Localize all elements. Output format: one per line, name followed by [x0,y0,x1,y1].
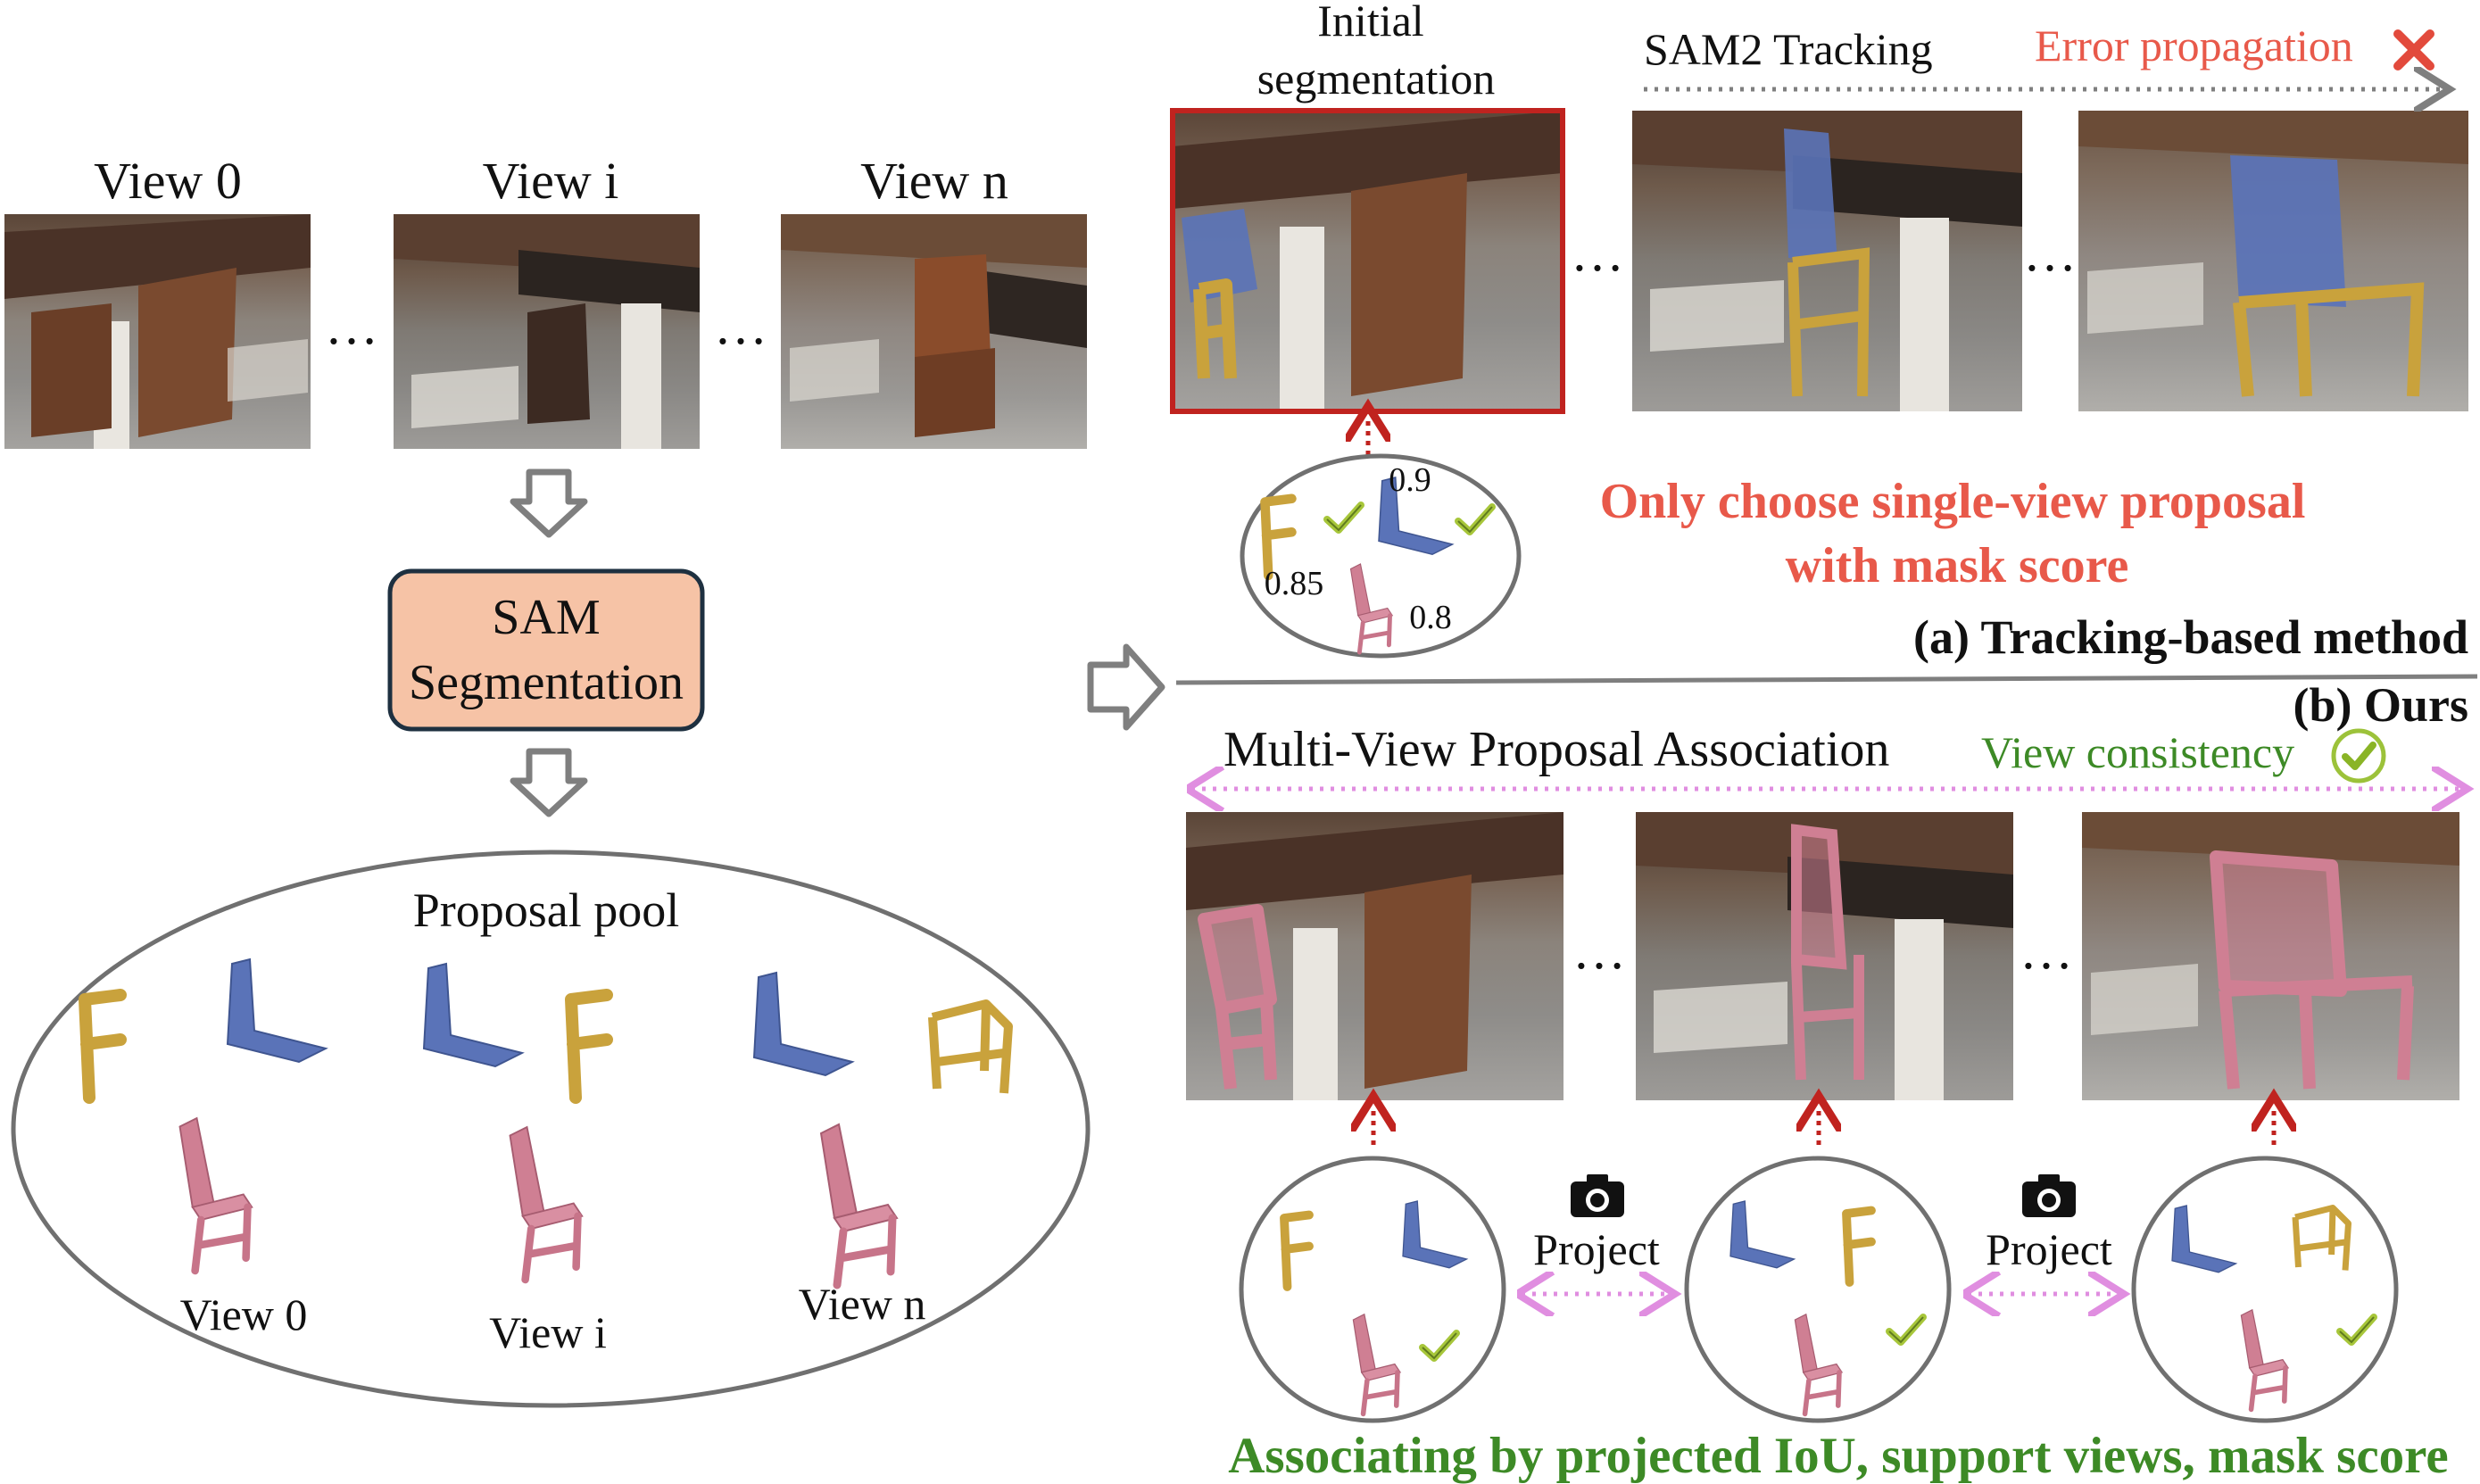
pool-viewn-blue-back [753,972,853,1076]
down-arrow-icon [513,472,585,535]
score-leg: 0.85 [1265,565,1324,602]
photo-ours-view-n [2082,812,2459,1100]
photo-tracking-last [2078,111,2468,411]
photo-ours-view-i [1636,812,2013,1100]
ours-viewn-blue-back [2171,1205,2237,1273]
project-label-1: Project [1533,1224,1660,1274]
pool-viewi-pink-chair [510,1127,583,1280]
pool-viewi-blue-back [423,963,523,1067]
view-label-0: View 0 [94,152,242,210]
check-icon [2331,728,2386,783]
error-propagation-label: Error propagation [2035,21,2353,70]
pool-label-view-n: View n [799,1279,926,1329]
photo-ours-view-0 [1186,812,1563,1100]
check-icon [1422,1333,1456,1358]
tracking-label: SAM2 Tracking [1644,24,1933,74]
photo-view-n [781,214,1087,449]
camera-icon [1571,1174,1624,1217]
pool-view0-blue-back [227,958,327,1063]
photo-view-0 [4,214,311,449]
pool-view0-gold-leg [85,995,120,1098]
ellipsis-top-2: … [2023,223,2077,282]
ours-viewi-gold-leg [1846,1211,1871,1283]
ours-circle-view-i [1684,1156,1952,1423]
ellipsis-top-1: … [1571,223,1624,282]
ours-circle-view-0 [1239,1156,1506,1423]
ellipsis-left-2: … [714,296,767,355]
section-b-label: (b) Ours [2293,678,2468,732]
ours-viewn-gold-frame [2295,1208,2349,1271]
sam-box-line2: Segmentation [409,655,684,710]
ours-view0-gold-leg [1284,1215,1309,1288]
ours-viewn-pink-chair [2241,1310,2288,1410]
ellipsis-bottom-1: … [1572,921,1626,980]
camera-icon [2022,1174,2076,1217]
check-icon [2340,1317,2374,1342]
check-icon [1458,507,1492,532]
section-divider [1175,674,2478,685]
pool-label-view-i: View i [489,1307,607,1357]
consistency-label: View consistency [1981,727,2294,777]
score-chair: 0.8 [1409,599,1452,636]
ellipsis-bottom-2: … [2020,921,2073,980]
sam-box [387,568,705,732]
check-icon [1889,1317,1923,1342]
view-label-i: View i [483,152,619,210]
tracking-pink-chair [1351,564,1393,652]
sam-box-line1: SAM [492,590,600,645]
initial-seg-line1: Initial [1317,0,1423,46]
assoc-label: Multi-View Proposal Association [1223,722,1889,777]
initial-seg-frame [1170,108,1565,414]
tracking-proposal-circle [1240,453,1522,659]
tracking-note-line2: with mask score [1786,538,2129,593]
right-arrow-icon [1087,643,1165,731]
check-icon [1327,505,1361,530]
project-label-2: Project [1986,1224,2112,1274]
pool-label-view-0: View 0 [180,1289,308,1339]
pool-view0-pink-chair [180,1118,253,1271]
photo-view-i [394,214,700,449]
photo-tracking-middle [1632,111,2022,411]
score-back: 0.9 [1389,461,1431,499]
down-arrow-icon [513,751,585,814]
pool-viewn-pink-chair [821,1124,897,1285]
section-a-label: (a) Tracking-based method [1913,610,2468,664]
tracking-note-line1: Only choose single-view proposal [1600,474,2306,529]
view-label-n: View n [860,152,1008,210]
pool-viewn-gold-frame [933,1004,1008,1093]
pool-viewi-gold-leg [571,995,607,1098]
ours-viewi-pink-chair [1795,1314,1842,1414]
photo-initial-segmentation [1173,111,1563,411]
ours-view0-pink-chair [1353,1314,1400,1414]
ours-view0-blue-back [1402,1200,1468,1269]
cross-icon [2393,29,2434,70]
ellipsis-left-1: … [325,296,378,355]
ours-circle-view-n [2131,1156,2399,1423]
proposal-pool-title: Proposal pool [413,883,680,937]
proposal-pool-ellipse [11,850,1091,1408]
ours-viewi-blue-back [1729,1200,1796,1269]
ours-bottom-note: Associating by projected IoU, support vi… [1228,1428,2448,1484]
initial-seg-line2: segmentation [1257,54,1496,104]
